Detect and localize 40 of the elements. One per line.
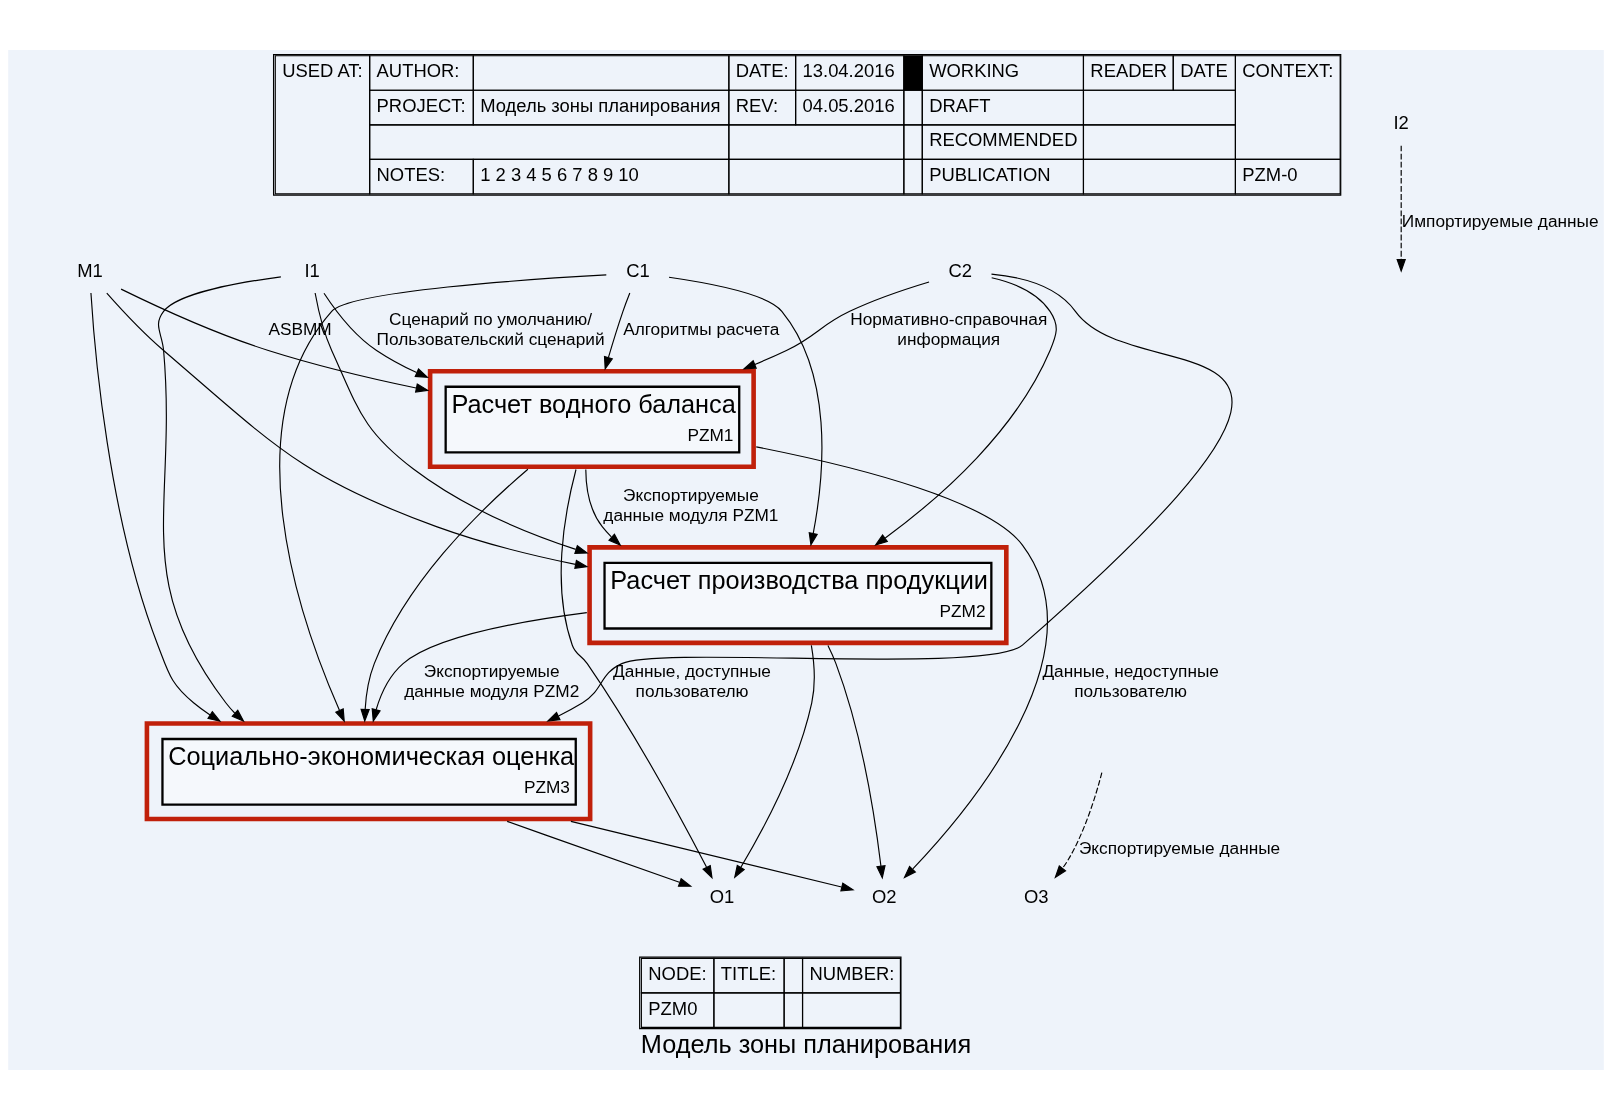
node-text: I1 — [304, 259, 320, 281]
label: READER — [1090, 60, 1168, 82]
label: 13.04.2016 — [802, 60, 895, 82]
label: PZM0 — [648, 997, 698, 1019]
label: REV: — [735, 94, 779, 116]
edge-label: Экспортируемые данные модуля PZM1 — [603, 485, 779, 525]
label: PZM-0 — [1242, 164, 1298, 186]
label: 1 2 3 4 5 6 7 8 9 10 — [480, 164, 639, 186]
label: PUBLICATION — [929, 164, 1051, 186]
diagram-title: Модель зоны планирования — [640, 1030, 972, 1059]
edge-label: Экспортируемые данные модуля PZM2 — [404, 661, 580, 701]
edge-label: Алгоритмы расчета — [623, 318, 780, 339]
label: RECOMMENDED — [929, 129, 1078, 151]
edge-label: Сценарий по умолчанию/ Пользовательский сценарий — [376, 309, 605, 349]
label: DATE: — [735, 60, 789, 82]
label: WORKING — [929, 60, 1020, 82]
label: DRAFT — [929, 94, 991, 116]
edge-label: Экспортируемые данные — [1078, 837, 1281, 858]
label: 04.05.2016 — [802, 94, 895, 116]
node-text: C2 — [948, 259, 973, 281]
edge-label: Нормативно-справочная информация — [850, 309, 1048, 349]
edge-label: Данные, доступные пользователю — [613, 661, 771, 701]
node-text: O1 — [709, 885, 735, 907]
edge-label: Данные, недоступные пользователю — [1042, 661, 1219, 701]
node-text: C1 — [626, 259, 650, 281]
node-text: M1 — [77, 259, 103, 281]
label: NODE: — [648, 962, 707, 984]
label: TITLE: — [720, 962, 777, 984]
node-text: O2 — [872, 885, 897, 907]
label: NUMBER: — [809, 962, 895, 984]
edge-label: Импортируемые данные — [1401, 211, 1599, 232]
label: AUTHOR: — [376, 60, 460, 82]
label: CONTEXT: — [1242, 60, 1334, 82]
label: DATE — [1180, 60, 1228, 82]
label: Модель зоны планирования — [480, 94, 721, 116]
node-text: I2 — [1393, 112, 1409, 134]
node-text: O3 — [1023, 885, 1049, 907]
label: PROJECT: — [376, 94, 466, 116]
label: USED AT: — [282, 60, 363, 82]
label: NOTES: — [376, 164, 446, 186]
